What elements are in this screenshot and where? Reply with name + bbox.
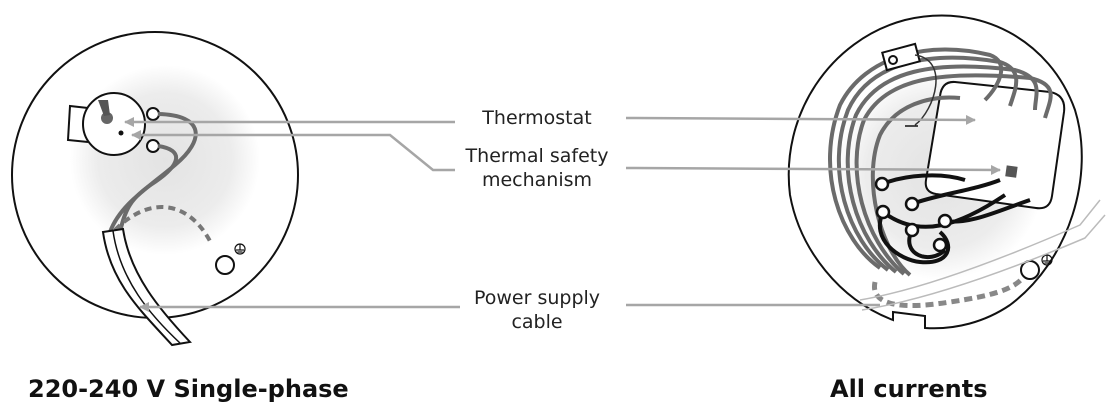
right-earth-wire [872,273,1028,309]
earth-icon [1041,254,1053,266]
thermostat-label: Thermostat [462,106,612,130]
safety-leader-left [131,130,455,172]
right-earth-terminal [1020,260,1040,280]
right-cable-2 [861,214,1106,311]
left-thermostat-pointer [98,100,110,116]
left-terminal-bottom [146,139,160,153]
power-cable-label-line2: cable [511,311,563,333]
left-terminal-top [146,107,160,121]
right-terminals [874,176,953,253]
caption-all-currents: All currents [830,375,988,403]
power-cable-label: Power supply cable [462,286,612,334]
thermal-safety-label-line1: Thermal safety [465,145,609,167]
leader-lines [124,114,1001,312]
left-cable-line [112,230,182,345]
left-earth-wire [113,205,214,246]
single-phase-unit [11,31,299,347]
right-safety-square [1005,165,1018,178]
thermal-safety-label-line2: mechanism [481,169,593,191]
safety-leader-right [625,164,1001,175]
caption-single-phase: 220-240 V Single-phase [28,375,349,403]
left-safety-dot [118,130,124,136]
right-thermostat-box [924,80,1066,210]
all-currents-unit [787,14,1106,330]
left-heater-glow [70,65,260,255]
power-cable-label-line1: Power supply [473,287,601,309]
left-thermostat-body [82,92,146,156]
left-cable-sheath [101,227,193,347]
left-earth-terminal [215,255,235,275]
right-cable [859,199,1101,301]
thermostat-leader-right [625,114,976,125]
thermal-safety-label: Thermal safety mechanism [452,144,622,192]
left-wire-2 [118,144,179,233]
earth-icon [234,243,246,255]
thermostat-label-text: Thermostat [482,107,592,129]
left-thermostat-bracket [66,104,89,143]
